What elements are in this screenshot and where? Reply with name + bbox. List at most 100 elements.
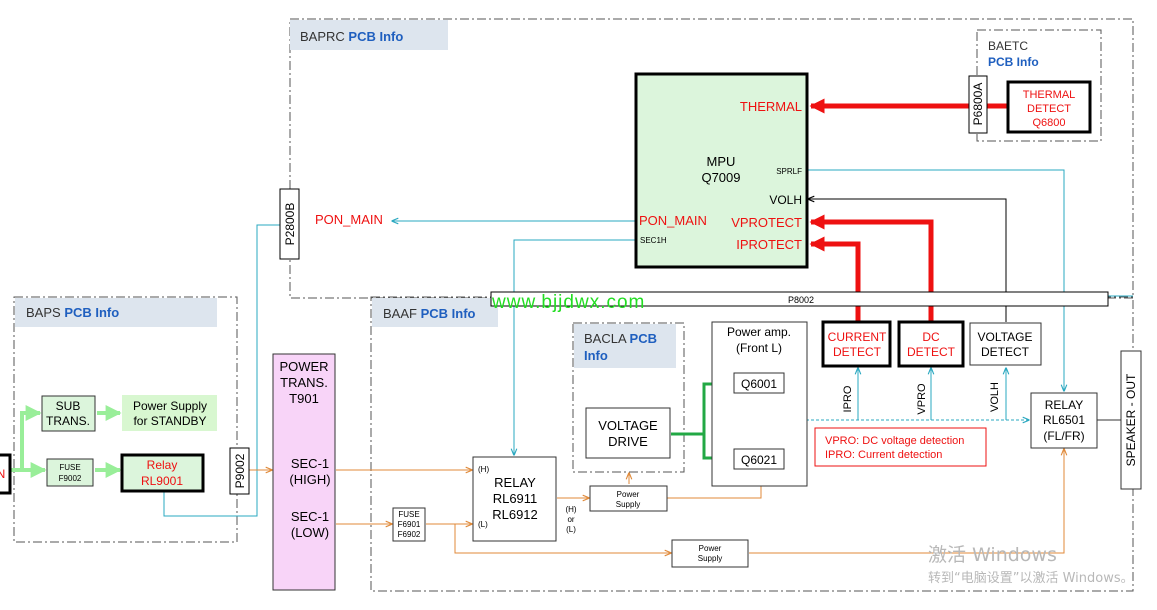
baps-region bbox=[13, 296, 238, 543]
notes-box bbox=[814, 427, 987, 467]
volh-label: VOLH bbox=[989, 382, 1001, 412]
q6001-label: Q6001 bbox=[741, 377, 777, 391]
sec-low-line1: SEC-1 bbox=[291, 509, 329, 524]
speaker-out-label: SPEAKER - OUT bbox=[1124, 373, 1138, 466]
power-supply-small-line2: Supply bbox=[616, 500, 640, 509]
baetc-suffix: PCB Info bbox=[988, 55, 1039, 69]
svg-text:BAPS PCB Info: BAPS PCB Info bbox=[26, 305, 119, 320]
thermal-detect-line1: THERMAL bbox=[1023, 89, 1076, 101]
mpu-pin-pon-main: PON_MAIN bbox=[639, 213, 707, 228]
connector-p8002 bbox=[490, 291, 1109, 307]
activation-watermark-title: 激活 Windows bbox=[928, 544, 1057, 566]
voltage-drive-block bbox=[585, 407, 671, 459]
fuse-f6901-block bbox=[392, 507, 426, 542]
mpu-part: Q7009 bbox=[701, 170, 740, 185]
standby-block bbox=[122, 395, 217, 431]
baaf-name: BAAF bbox=[383, 306, 417, 321]
mpu-pin-sec1h: SEC1H bbox=[640, 236, 667, 245]
sub-trans-block bbox=[41, 395, 96, 432]
power-amp-line1: Power amp. bbox=[727, 325, 791, 339]
mpu-pin-vprotect: VPROTECT bbox=[731, 215, 802, 230]
connector-p8002-label: P8002 bbox=[788, 295, 814, 305]
power-supply-small-block bbox=[589, 485, 668, 512]
thermal-detect-block bbox=[1006, 80, 1092, 134]
power-trans-line1: POWER bbox=[279, 359, 328, 374]
bacla-suffix2: Info bbox=[584, 348, 608, 363]
baetc-name: BAETC bbox=[988, 39, 1028, 53]
sub-trans-line1: SUB bbox=[56, 399, 81, 413]
current-detect-line1: CURRENT bbox=[828, 330, 887, 344]
standby-line2: for STANDBY bbox=[133, 414, 206, 428]
sub-trans-line2: TRANS. bbox=[46, 414, 90, 428]
relay-rl6501-line3: (FL/FR) bbox=[1043, 429, 1084, 443]
relay-rl6501-line1: RELAY bbox=[1045, 398, 1083, 412]
q6021-label: Q6021 bbox=[741, 453, 777, 467]
sec-high-line2: (HIGH) bbox=[289, 472, 330, 487]
relay-rl6911-line3: RL6912 bbox=[492, 507, 538, 522]
relay-rl6911-l: (L) bbox=[478, 520, 488, 529]
baps-suffix: PCB Info bbox=[64, 305, 119, 320]
relay-rl6911-line1: RELAY bbox=[494, 475, 536, 490]
hl-or: or bbox=[567, 515, 574, 524]
q6021-block bbox=[733, 448, 785, 470]
sec-high-line1: SEC-1 bbox=[291, 456, 329, 471]
fuse-f6901-line3: F6902 bbox=[398, 530, 421, 539]
fuse-f9002-block bbox=[46, 458, 94, 487]
power-trans-block bbox=[272, 353, 336, 591]
left-edge-block bbox=[0, 453, 12, 495]
current-detect-line2: DETECT bbox=[833, 345, 882, 359]
mpu-pin-sprlf: SPRLF bbox=[776, 167, 802, 176]
connector-p9002 bbox=[229, 447, 250, 495]
power-supply-small-line1: Power bbox=[617, 490, 640, 499]
svg-text:BAAF PCB Info: BAAF PCB Info bbox=[383, 306, 476, 321]
power-supply-large-line2: Supply bbox=[698, 554, 722, 563]
baps-name: BAPS bbox=[26, 305, 61, 320]
baprc-suffix: PCB Info bbox=[348, 29, 403, 44]
note-ipro: IPRO: Current detection bbox=[825, 449, 942, 461]
left-edge-label: N bbox=[0, 467, 5, 481]
mpu-block bbox=[634, 72, 809, 269]
svg-text:BACLA PCB: BACLA PCB bbox=[584, 331, 657, 346]
mpu-pin-thermal: THERMAL bbox=[740, 99, 802, 114]
thermal-detect-line3: Q6800 bbox=[1032, 117, 1065, 129]
dc-detect-block bbox=[897, 320, 965, 368]
relay-rl9001-line1: Relay bbox=[147, 458, 178, 472]
connector-p2800b bbox=[279, 188, 300, 260]
relay-rl6501-line2: RL6501 bbox=[1043, 413, 1085, 427]
fuse-f6901-line1: FUSE bbox=[398, 510, 419, 519]
hl-l: (L) bbox=[566, 525, 576, 534]
activation-watermark-subtitle: 转到“电脑设置”以激活 Windows。 bbox=[928, 571, 1134, 586]
power-amp-line2: (Front L) bbox=[736, 341, 782, 355]
power-trans-line3: T901 bbox=[289, 391, 319, 406]
relay-rl9001-line2: RL9001 bbox=[141, 474, 183, 488]
fuse-f9002-line1: FUSE bbox=[59, 463, 80, 472]
thermal-detect-line2: DETECT bbox=[1027, 103, 1071, 115]
dc-detect-line2: DETECT bbox=[907, 345, 956, 359]
connector-p6800a bbox=[968, 75, 988, 134]
relay-rl6911-block bbox=[472, 456, 557, 542]
power-supply-large-line1: Power bbox=[699, 544, 722, 553]
voltage-detect-line2: DETECT bbox=[981, 345, 1030, 359]
standby-line1: Power Supply bbox=[133, 399, 207, 413]
website-watermark: www.bjjdwx.com bbox=[491, 292, 645, 313]
voltage-drive-line1: VOLTAGE bbox=[598, 418, 658, 433]
relay-rl9001-block bbox=[120, 453, 205, 493]
baprc-name: BAPRC bbox=[300, 29, 345, 44]
connector-p9002-label: P9002 bbox=[233, 453, 247, 488]
voltage-detect-line1: VOLTAGE bbox=[978, 330, 1033, 344]
baaf-suffix: PCB Info bbox=[421, 306, 476, 321]
bacla-name: BACLA bbox=[584, 331, 627, 346]
fuse-f9002-line2: F9002 bbox=[59, 474, 82, 483]
bacla-region bbox=[572, 322, 685, 473]
fuse-f6901-line2: F6901 bbox=[398, 520, 421, 529]
current-detect-block bbox=[821, 320, 892, 368]
svg-text:BAPRC PCB Info: BAPRC PCB Info bbox=[300, 29, 403, 44]
connector-p6800a-label: P6800A bbox=[971, 83, 985, 126]
hl-h: (H) bbox=[565, 505, 576, 514]
speaker-out-block bbox=[1120, 350, 1142, 490]
note-vpro: VPRO: DC voltage detection bbox=[825, 435, 964, 447]
pon-main-signal: PON_MAIN bbox=[315, 212, 383, 227]
voltage-drive-line2: DRIVE bbox=[608, 434, 648, 449]
